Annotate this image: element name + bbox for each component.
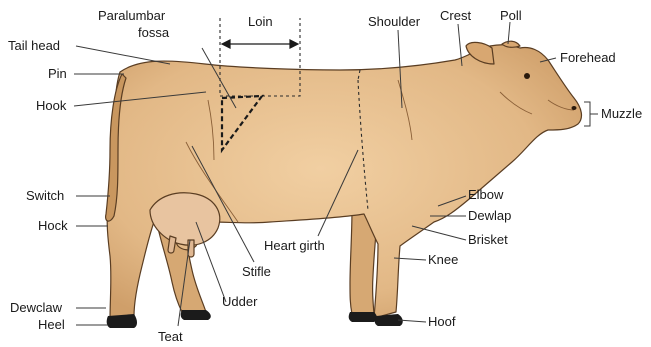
label-paralumbar-line2: fossa	[138, 25, 170, 40]
hoof-rear-left	[107, 314, 137, 328]
poll-shape	[502, 41, 520, 47]
label-dewclaw: Dewclaw	[10, 300, 63, 315]
label-stifle: Stifle	[242, 264, 271, 279]
label-crest: Crest	[440, 8, 471, 23]
label-heart-girth: Heart girth	[264, 238, 325, 253]
label-loin: Loin	[248, 14, 273, 29]
label-knee: Knee	[428, 252, 458, 267]
label-hook: Hook	[36, 98, 67, 113]
eye	[524, 73, 530, 79]
label-pin: Pin	[48, 66, 67, 81]
loin-arrow	[222, 40, 298, 48]
label-elbow: Elbow	[468, 187, 504, 202]
hoof-rear-right	[181, 310, 211, 320]
label-shoulder: Shoulder	[368, 14, 421, 29]
label-paralumbar-line1: Paralumbar	[98, 8, 166, 23]
label-switch: Switch	[26, 188, 64, 203]
label-hock: Hock	[38, 218, 68, 233]
label-brisket: Brisket	[468, 232, 508, 247]
hoof-front-left	[349, 312, 377, 322]
nostril	[572, 106, 577, 110]
label-tail-head: Tail head	[8, 38, 60, 53]
label-muzzle: Muzzle	[601, 106, 642, 121]
label-forehead: Forehead	[560, 50, 616, 65]
hooves	[107, 310, 403, 328]
label-dewlap: Dewlap	[468, 208, 511, 223]
label-teat: Teat	[158, 329, 183, 344]
label-udder: Udder	[222, 294, 258, 309]
label-poll: Poll	[500, 8, 522, 23]
label-heel: Heel	[38, 317, 65, 332]
label-hoof: Hoof	[428, 314, 456, 329]
